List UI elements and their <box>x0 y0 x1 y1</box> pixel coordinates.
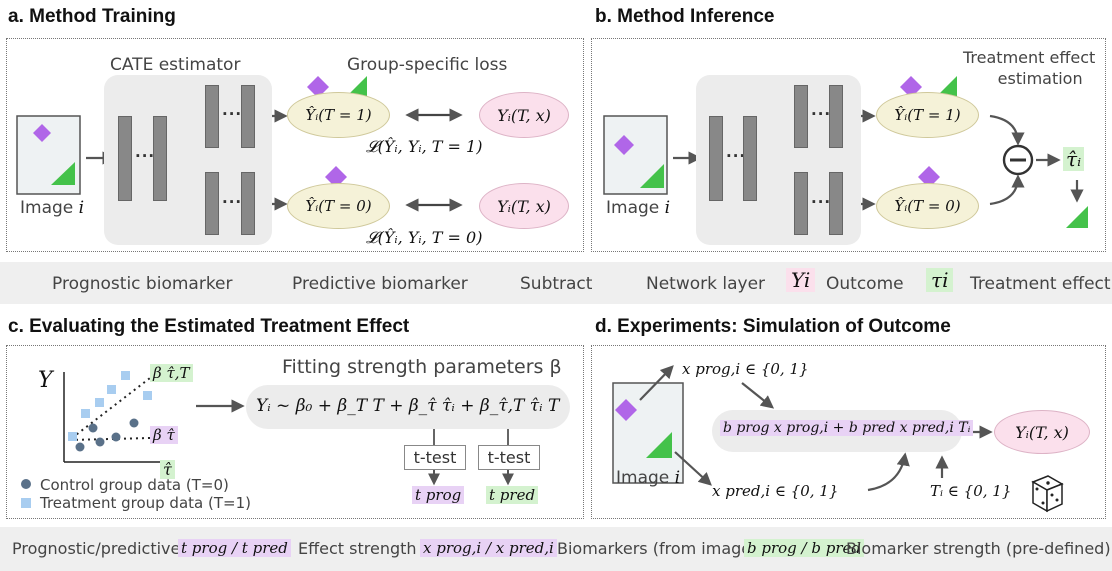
control-point <box>129 418 139 428</box>
treatment-point <box>81 409 90 418</box>
legend-effect: Treatment effect <box>970 274 1111 294</box>
prognostic-diamond-icon <box>614 135 634 155</box>
panel-d <box>591 345 1106 519</box>
network-layer <box>153 116 167 201</box>
treatment-point <box>121 371 130 380</box>
control-point <box>88 423 98 433</box>
predictive-triangle-icon <box>1066 206 1088 228</box>
dice-icon <box>1031 475 1064 513</box>
x-prog-label: x prog,i ∈ {0, 1} <box>682 360 809 378</box>
layer-ellipsis: ··· <box>811 105 832 123</box>
network-layer <box>829 172 843 235</box>
b-pair: b prog / b pred <box>744 539 864 557</box>
b-desc: Biomarker strength (pre-defined) <box>846 539 1111 558</box>
legend-control-icon <box>21 479 31 489</box>
regression-equation: Yᵢ ~ β₀ + β_T T + β_τ̂ τ̂ᵢ + β_τ̂,T τ̂ᵢ … <box>256 396 560 416</box>
legend-predictive: Predictive biomarker <box>292 274 468 294</box>
bottom-lead: Prognostic/predictive: <box>12 539 186 558</box>
true-outcome-t0: Yᵢ(T, x) <box>479 183 569 229</box>
legend-outcome-symbol: Yi <box>786 268 816 292</box>
legend-subtract: Subtract <box>520 274 593 294</box>
t-desc: Effect strength <box>298 539 417 558</box>
true-outcome-t1: Yᵢ(T, x) <box>479 92 569 138</box>
network-layer <box>118 116 132 201</box>
legend-control: Control group data (T=0) <box>40 476 229 494</box>
section-a-title: a. Method Training <box>8 6 176 27</box>
predictive-triangle-icon <box>51 162 75 185</box>
section-b-title: b. Method Inference <box>595 6 775 27</box>
network-layer <box>794 85 808 148</box>
network-layer <box>743 116 757 201</box>
x-pair: x prog,i / x pred,i <box>420 539 557 557</box>
layer-ellipsis: ··· <box>222 105 243 123</box>
x-axis-label: τ̂ <box>160 460 175 479</box>
loss-t1: 𝓛(Ŷᵢ, Yᵢ, T = 1) <box>366 137 483 156</box>
panel-a <box>6 38 584 252</box>
legend-treatment: Treatment group data (T=1) <box>40 494 251 512</box>
t-test-prog: t-test <box>404 445 466 470</box>
network-layer <box>205 172 219 235</box>
group-loss-label: Group-specific loss <box>347 55 508 75</box>
predictive-triangle-icon <box>640 164 664 188</box>
layer-ellipsis: ··· <box>811 193 832 211</box>
beta-tau-t-label: β τ̂,T <box>150 364 193 382</box>
regression-box <box>246 385 570 429</box>
prognostic-diamond-icon <box>33 124 51 142</box>
y-axis-label: Y <box>38 368 53 393</box>
t-pred: t pred <box>486 486 539 504</box>
control-point <box>111 432 121 442</box>
legend-outcome: Outcome <box>826 274 904 294</box>
beta-tau-label: β τ̂ <box>150 426 178 444</box>
predicted-outcome-t1: Ŷᵢ(T = 1) <box>287 92 390 138</box>
predicted-outcome-t0: Ŷᵢ(T = 0) <box>287 183 390 229</box>
predictive-triangle-icon <box>646 432 672 458</box>
layer-ellipsis: ··· <box>222 193 243 211</box>
legend-effect-symbol: τi <box>926 268 954 292</box>
predicted-outcome-t1-b: Ŷᵢ(T = 1) <box>876 92 979 138</box>
control-point <box>75 442 85 452</box>
legend-prognostic: Prognostic biomarker <box>52 274 233 294</box>
image-label-b: Image i <box>606 198 671 218</box>
treatment-point <box>68 432 77 441</box>
treatment-point <box>107 385 116 394</box>
fit-label: Fitting strength parameters β <box>282 356 562 378</box>
t-prog: t prog <box>412 486 465 504</box>
network-layer <box>205 85 219 148</box>
x-pred-label: x pred,i ∈ {0, 1} <box>712 482 839 500</box>
outcome-formula: b prog x prog,i + b pred x pred,i Tᵢ <box>720 420 974 436</box>
section-c-title: c. Evaluating the Estimated Treatment Ef… <box>8 316 410 337</box>
network-layer <box>241 172 255 235</box>
network-layer <box>709 116 723 201</box>
panel-c <box>6 345 584 519</box>
predicted-outcome-t0-b: Ŷᵢ(T = 0) <box>876 183 979 229</box>
network-layer <box>829 85 843 148</box>
cate-estimator-label: CATE estimator <box>110 55 241 75</box>
loss-t0: 𝓛(Ŷᵢ, Yᵢ, T = 0) <box>366 228 483 247</box>
layer-ellipsis: ··· <box>726 147 747 165</box>
estimated-effect: τ̂ᵢ <box>1063 147 1085 171</box>
t-pair: t prog / t pred <box>178 539 291 557</box>
treatment-point <box>143 391 152 400</box>
network-layer <box>794 172 808 235</box>
legend-network: Network layer <box>646 274 766 294</box>
treatment-point <box>95 398 104 407</box>
panel-b <box>591 38 1106 252</box>
layer-ellipsis: ··· <box>135 147 156 165</box>
control-point <box>95 437 105 447</box>
legend-treatment-icon <box>21 498 31 508</box>
t-test-pred: t-test <box>478 445 540 470</box>
network-layer <box>241 85 255 148</box>
x-desc: Biomarkers (from image) <box>557 539 758 558</box>
section-d-title: d. Experiments: Simulation of Outcome <box>595 316 951 337</box>
prognostic-diamond-icon <box>615 399 637 421</box>
treatment-assignment: Tᵢ ∈ {0, 1} <box>930 482 1012 500</box>
image-label-a: Image i <box>20 198 85 218</box>
image-label-d: Image i <box>616 468 681 488</box>
simulated-outcome: Yᵢ(T, x) <box>994 410 1090 454</box>
